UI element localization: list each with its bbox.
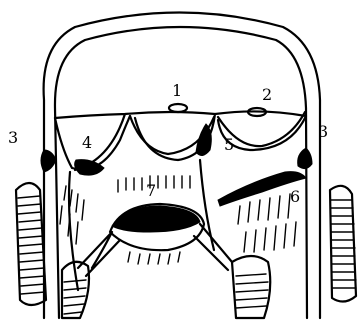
label-4: 4	[82, 133, 92, 152]
ostium-left	[41, 150, 56, 172]
forceps-right-tip	[232, 256, 270, 318]
label-3-right: 3	[318, 122, 328, 141]
forceps-right-hatching	[236, 274, 268, 308]
ostium-5	[196, 124, 211, 156]
tissue-right-roll	[330, 186, 356, 302]
ostium-right	[298, 148, 312, 169]
label-3-left: 3	[8, 128, 18, 147]
label-7: 7	[146, 181, 156, 200]
label-1: 1	[172, 81, 182, 100]
chamber-7-dark	[112, 206, 200, 232]
label-5: 5	[224, 135, 234, 154]
retractor-left	[78, 232, 120, 276]
ostium-4	[75, 160, 104, 175]
structure-1-oval	[169, 104, 187, 112]
label-6: 6	[290, 187, 300, 206]
label-2: 2	[262, 85, 272, 104]
inner-contour-right	[200, 160, 214, 250]
